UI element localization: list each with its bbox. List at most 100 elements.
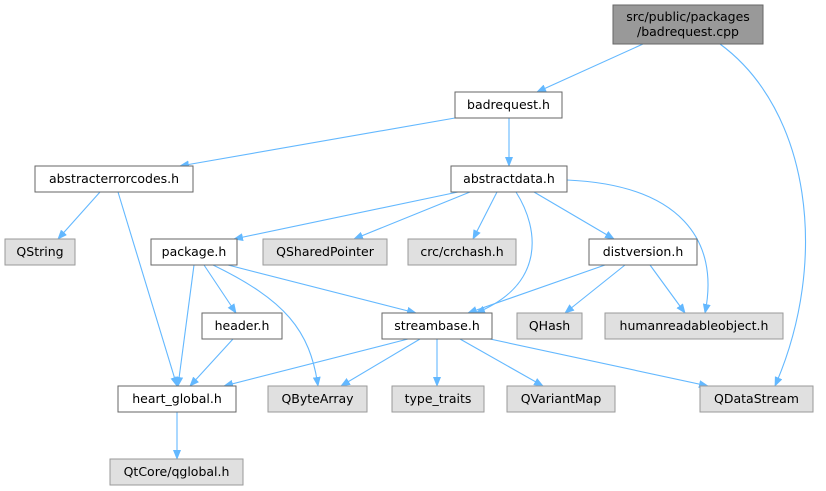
node-streambase[interactable]: streambase.h bbox=[381, 312, 493, 340]
edge-distversion-to-qhash bbox=[564, 264, 626, 314]
edge-root-to-qdatastream bbox=[719, 43, 807, 387]
node-box bbox=[201, 312, 283, 340]
edge-group bbox=[179, 117, 456, 169]
edge-package-to-heartglobal bbox=[175, 264, 195, 387]
node-box bbox=[117, 385, 237, 413]
node-box bbox=[34, 165, 194, 193]
node-header[interactable]: header.h bbox=[201, 312, 283, 340]
edge-abstracterrorcodes-to-qstring bbox=[57, 191, 101, 240]
node-package[interactable]: package.h bbox=[150, 238, 238, 266]
node-qglobal: QtCore/qglobal.h bbox=[109, 458, 244, 486]
edges-layer bbox=[57, 43, 807, 460]
node-label: type_traits bbox=[405, 391, 472, 406]
edge-abstractdata-to-distversion bbox=[533, 191, 615, 240]
node-qstring: QString bbox=[4, 238, 76, 266]
node-label: streambase.h bbox=[394, 318, 480, 333]
node-box bbox=[267, 385, 368, 413]
edge-header-to-heartglobal bbox=[189, 338, 234, 387]
node-qdatastream: QDataStream bbox=[699, 385, 814, 413]
edge-group bbox=[472, 191, 498, 240]
node-label: QVariantMap bbox=[521, 391, 602, 406]
edge-badrequest-to-abstracterrorcodes bbox=[179, 117, 456, 169]
node-box bbox=[407, 238, 517, 266]
edge-abstractdata-to-package bbox=[233, 191, 459, 242]
node-label: abstractdata.h bbox=[463, 171, 555, 186]
node-box bbox=[604, 312, 784, 340]
edge-abstracterrorcodes-to-heartglobal bbox=[117, 191, 179, 387]
nodes-layer: src/public/packages/badrequest.cpp badreq… bbox=[4, 4, 814, 486]
node-label: src/public/packages bbox=[626, 9, 750, 24]
node-label: QHash bbox=[529, 318, 570, 333]
node-box bbox=[4, 238, 76, 266]
edge-distversion-to-streambase bbox=[467, 264, 606, 314]
edge-streambase-to-heartglobal bbox=[223, 338, 409, 388]
node-label: QByteArray bbox=[281, 391, 354, 406]
node-typetraits: type_traits bbox=[391, 385, 485, 413]
node-box bbox=[699, 385, 814, 413]
node-box bbox=[506, 385, 616, 413]
edge-group bbox=[536, 43, 644, 93]
edge-group bbox=[175, 264, 195, 387]
edge-streambase-to-qbytearray bbox=[340, 338, 421, 387]
edge-abstractdata-to-crchash bbox=[472, 191, 498, 240]
edge-group bbox=[203, 264, 237, 314]
node-label: distversion.h bbox=[603, 244, 684, 259]
node-abstractdata[interactable]: abstractdata.h bbox=[450, 165, 568, 193]
edge-abstractdata-to-humanreadable bbox=[566, 179, 711, 314]
node-humanreadable: humanreadableobject.h bbox=[604, 312, 784, 340]
node-label: heart_global.h bbox=[132, 391, 222, 406]
edge-abstractdata-to-streambase bbox=[475, 191, 533, 314]
node-label: package.h bbox=[162, 244, 227, 259]
edge-streambase-to-qvariantmap bbox=[459, 338, 544, 387]
edge-group bbox=[533, 191, 615, 240]
edge-package-to-header bbox=[203, 264, 237, 314]
edge-distversion-to-humanreadable bbox=[649, 264, 686, 314]
edge-group bbox=[475, 191, 533, 314]
edge-group bbox=[566, 179, 711, 314]
node-label: QSharedPointer bbox=[276, 244, 375, 259]
node-box bbox=[150, 238, 238, 266]
edge-group bbox=[340, 338, 421, 387]
node-box bbox=[516, 312, 583, 340]
node-qsharedpointer: QSharedPointer bbox=[262, 238, 388, 266]
node-label: header.h bbox=[215, 318, 270, 333]
edge-group bbox=[353, 191, 471, 240]
node-box bbox=[262, 238, 388, 266]
node-qbytearray: QByteArray bbox=[267, 385, 368, 413]
node-box bbox=[612, 4, 764, 45]
node-label: QString bbox=[16, 244, 63, 259]
node-label: humanreadableobject.h bbox=[620, 318, 769, 333]
node-label: abstracterrorcodes.h bbox=[49, 171, 179, 186]
node-badrequest[interactable]: badrequest.h bbox=[454, 91, 563, 119]
node-label: QtCore/qglobal.h bbox=[124, 464, 230, 479]
edge-group bbox=[649, 264, 686, 314]
node-heartglobal[interactable]: heart_global.h bbox=[117, 385, 237, 413]
edge-group bbox=[223, 338, 409, 388]
node-label: crc/crchash.h bbox=[420, 244, 503, 259]
edge-group bbox=[719, 43, 807, 387]
edge-group bbox=[233, 191, 459, 242]
edge-group bbox=[117, 191, 179, 387]
node-label: /badrequest.cpp bbox=[637, 24, 739, 39]
node-abstracterrorcodes[interactable]: abstracterrorcodes.h bbox=[34, 165, 194, 193]
node-distversion[interactable]: distversion.h bbox=[588, 238, 698, 266]
node-label: QDataStream bbox=[714, 391, 799, 406]
edge-package-to-qbytearray bbox=[212, 264, 321, 387]
node-box bbox=[391, 385, 485, 413]
edge-group bbox=[564, 264, 626, 314]
edge-group bbox=[57, 191, 101, 240]
node-root[interactable]: src/public/packages/badrequest.cpp bbox=[612, 4, 764, 45]
edge-abstractdata-to-qsharedpointer bbox=[353, 191, 471, 240]
node-box bbox=[454, 91, 563, 119]
node-qhash: QHash bbox=[516, 312, 583, 340]
edge-group bbox=[467, 264, 606, 314]
edge-root-to-badrequest bbox=[536, 43, 644, 93]
edge-group bbox=[459, 338, 544, 387]
edge-group bbox=[189, 338, 234, 387]
node-box bbox=[450, 165, 568, 193]
node-box bbox=[109, 458, 244, 486]
node-crchash: crc/crchash.h bbox=[407, 238, 517, 266]
node-qvariantmap: QVariantMap bbox=[506, 385, 616, 413]
edge-group bbox=[489, 338, 709, 389]
